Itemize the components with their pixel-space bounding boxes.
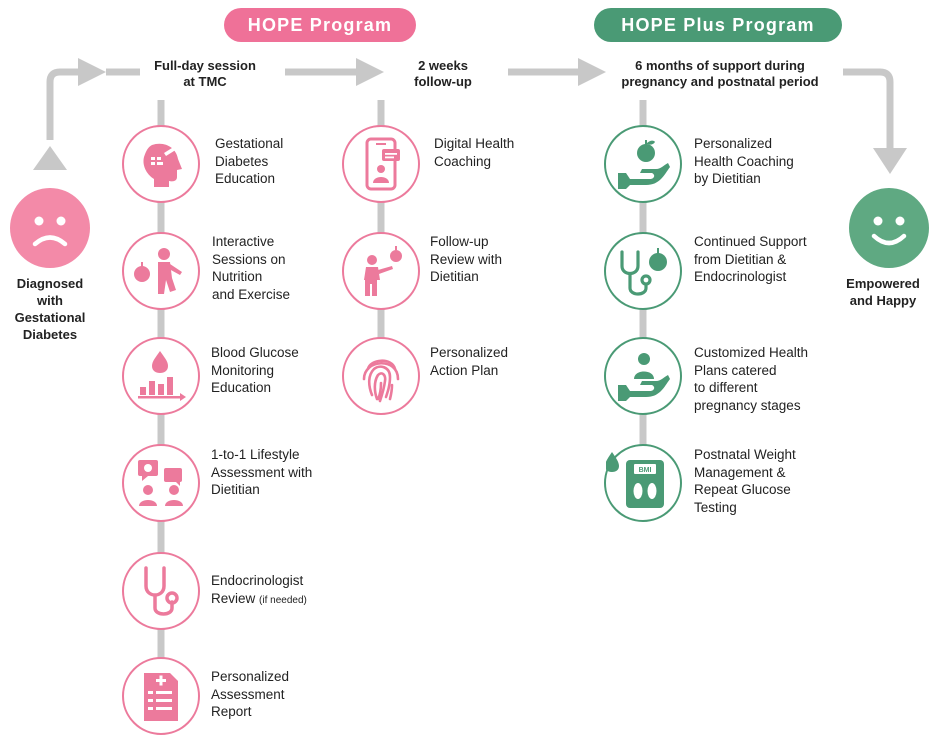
item-line: Education: [211, 380, 272, 395]
item-line-text: Review: [211, 590, 256, 606]
item-line: Dietitian: [430, 269, 479, 284]
item-blood-glucose-monitoring: Blood Glucose Monitoring Education: [211, 344, 361, 397]
happy-face-icon: [849, 188, 929, 268]
item-line: Report: [211, 704, 252, 719]
item-line: Plans catered: [694, 362, 777, 378]
item-interactive-sessions: Interactive Sessions on Nutrition and Ex…: [212, 233, 362, 303]
item-line: Diabetes: [215, 153, 269, 169]
item-line: Continued Support: [694, 234, 807, 249]
hand-person-icon: [604, 337, 682, 415]
item-lifestyle-assessment: 1-to-1 Lifestyle Assessment with Dietiti…: [211, 446, 361, 499]
item-line: Testing: [694, 499, 737, 515]
stage-six-months-line1: 6 months of support during: [635, 58, 805, 73]
start-label-line2: with: [37, 293, 63, 308]
item-line: Assessment with: [211, 464, 313, 480]
hand-apple-icon: [604, 125, 682, 203]
start-arrowhead-up: [33, 146, 67, 170]
start-arrow-line: [46, 68, 78, 140]
svg-text:BMI: BMI: [639, 467, 652, 474]
item-line: Digital Health: [434, 136, 515, 151]
stage3-arrowhead: [578, 58, 606, 86]
stethoscope-apple-icon: [604, 232, 682, 310]
item-line: to different: [694, 380, 758, 395]
item-line: Review (if needed): [211, 590, 361, 610]
stage-six-months-header: 6 months of support during pregnancy and…: [600, 58, 840, 90]
start-label-line3: Gestational: [14, 310, 86, 325]
item-line: Endocrinologist: [211, 573, 304, 588]
item-line: Assessment: [211, 686, 285, 702]
stage-full-day-line1: Full-day session: [154, 58, 256, 73]
stage-full-day-header: Full-day session at TMC: [140, 58, 270, 90]
phone-coaching-icon: [342, 125, 420, 203]
teacher-apple-icon: [342, 232, 420, 310]
item-customized-health-plans: Customized Health Plans catered to diffe…: [694, 344, 844, 414]
end-label-line1: Empowered: [846, 276, 920, 291]
item-line: Follow-up: [430, 234, 489, 249]
end-arrowhead-down: [873, 148, 907, 174]
hope-program-badge: HOPE Program: [224, 8, 416, 42]
hope-plus-program-badge: HOPE Plus Program: [594, 8, 842, 42]
item-line: and Exercise: [212, 286, 291, 302]
sad-face-icon: [10, 188, 90, 268]
item-personalized-action-plan: Personalized Action Plan: [430, 344, 580, 379]
end-label: Empowered and Happy: [836, 275, 930, 309]
start-label: Diagnosed with Gestational Diabetes: [0, 275, 100, 343]
bmi-scale-icon: BMI: [604, 444, 682, 522]
consultation-icon: [122, 444, 200, 522]
item-line: Repeat Glucose: [694, 482, 791, 497]
item-postnatal-weight-management: Postnatal Weight Management & Repeat Glu…: [694, 446, 844, 516]
stage-six-months-line2: pregnancy and postnatal period: [621, 74, 819, 89]
end-label-line2: and Happy: [849, 293, 917, 308]
item-line: Monitoring: [211, 362, 275, 378]
item-line: Review with: [430, 251, 503, 267]
report-icon: [122, 657, 200, 735]
stage-two-weeks-line2: follow-up: [414, 74, 472, 89]
item-line: Dietitian: [211, 482, 260, 497]
item-line: Education: [215, 171, 276, 186]
start-arrowhead-right: [78, 58, 106, 86]
item-line: Personalized: [211, 669, 290, 684]
item-personalized-health-coaching: Personalized Health Coaching by Dietitia…: [694, 135, 844, 188]
start-label-line1: Diagnosed: [16, 276, 84, 291]
stage-full-day-line2: at TMC: [183, 74, 227, 89]
item-gestational-diabetes-education: Gestational Diabetes Education: [215, 135, 365, 188]
item-digital-health-coaching: Digital Health Coaching: [434, 135, 584, 170]
item-note: (if needed): [259, 594, 307, 606]
item-line: Personalized: [694, 136, 773, 151]
apple-instructor-icon: [122, 232, 200, 310]
item-line: Nutrition: [212, 269, 263, 284]
stage2-arrowhead: [356, 58, 384, 86]
item-line: Action Plan: [430, 362, 499, 378]
item-line: Personalized: [430, 345, 509, 360]
item-line: Coaching: [434, 153, 492, 169]
item-line: pregnancy stages: [694, 397, 801, 413]
stage-two-weeks-line1: 2 weeks: [418, 58, 468, 73]
item-assessment-report: Personalized Assessment Report: [211, 668, 361, 721]
item-line: 1-to-1 Lifestyle: [211, 447, 300, 462]
item-continued-support: Continued Support from Dietitian & Endoc…: [694, 233, 844, 286]
item-line: Customized Health: [694, 345, 809, 360]
start-label-line4: Diabetes: [22, 327, 78, 342]
item-line: by Dietitian: [694, 171, 761, 186]
item-line: Interactive: [212, 234, 275, 249]
item-follow-up-review: Follow-up Review with Dietitian: [430, 233, 580, 286]
item-line: Blood Glucose: [211, 345, 299, 360]
stage-two-weeks-header: 2 weeks follow-up: [395, 58, 491, 90]
item-line: from Dietitian &: [694, 251, 787, 267]
item-line: Endocrinologist: [694, 269, 787, 284]
head-icon: [122, 125, 200, 203]
stethoscope-icon: [122, 552, 200, 630]
item-endocrinologist-review: Endocrinologist Review (if needed): [211, 572, 361, 609]
item-line: Management &: [694, 464, 786, 480]
end-arrow-line: [843, 68, 894, 148]
item-line: Gestational: [215, 136, 284, 151]
item-line: Sessions on: [212, 251, 286, 267]
fingerprint-icon: [342, 337, 420, 415]
item-line: Health Coaching: [694, 153, 794, 169]
item-line: Postnatal Weight: [694, 447, 796, 462]
blood-glucose-chart-icon: [122, 337, 200, 415]
